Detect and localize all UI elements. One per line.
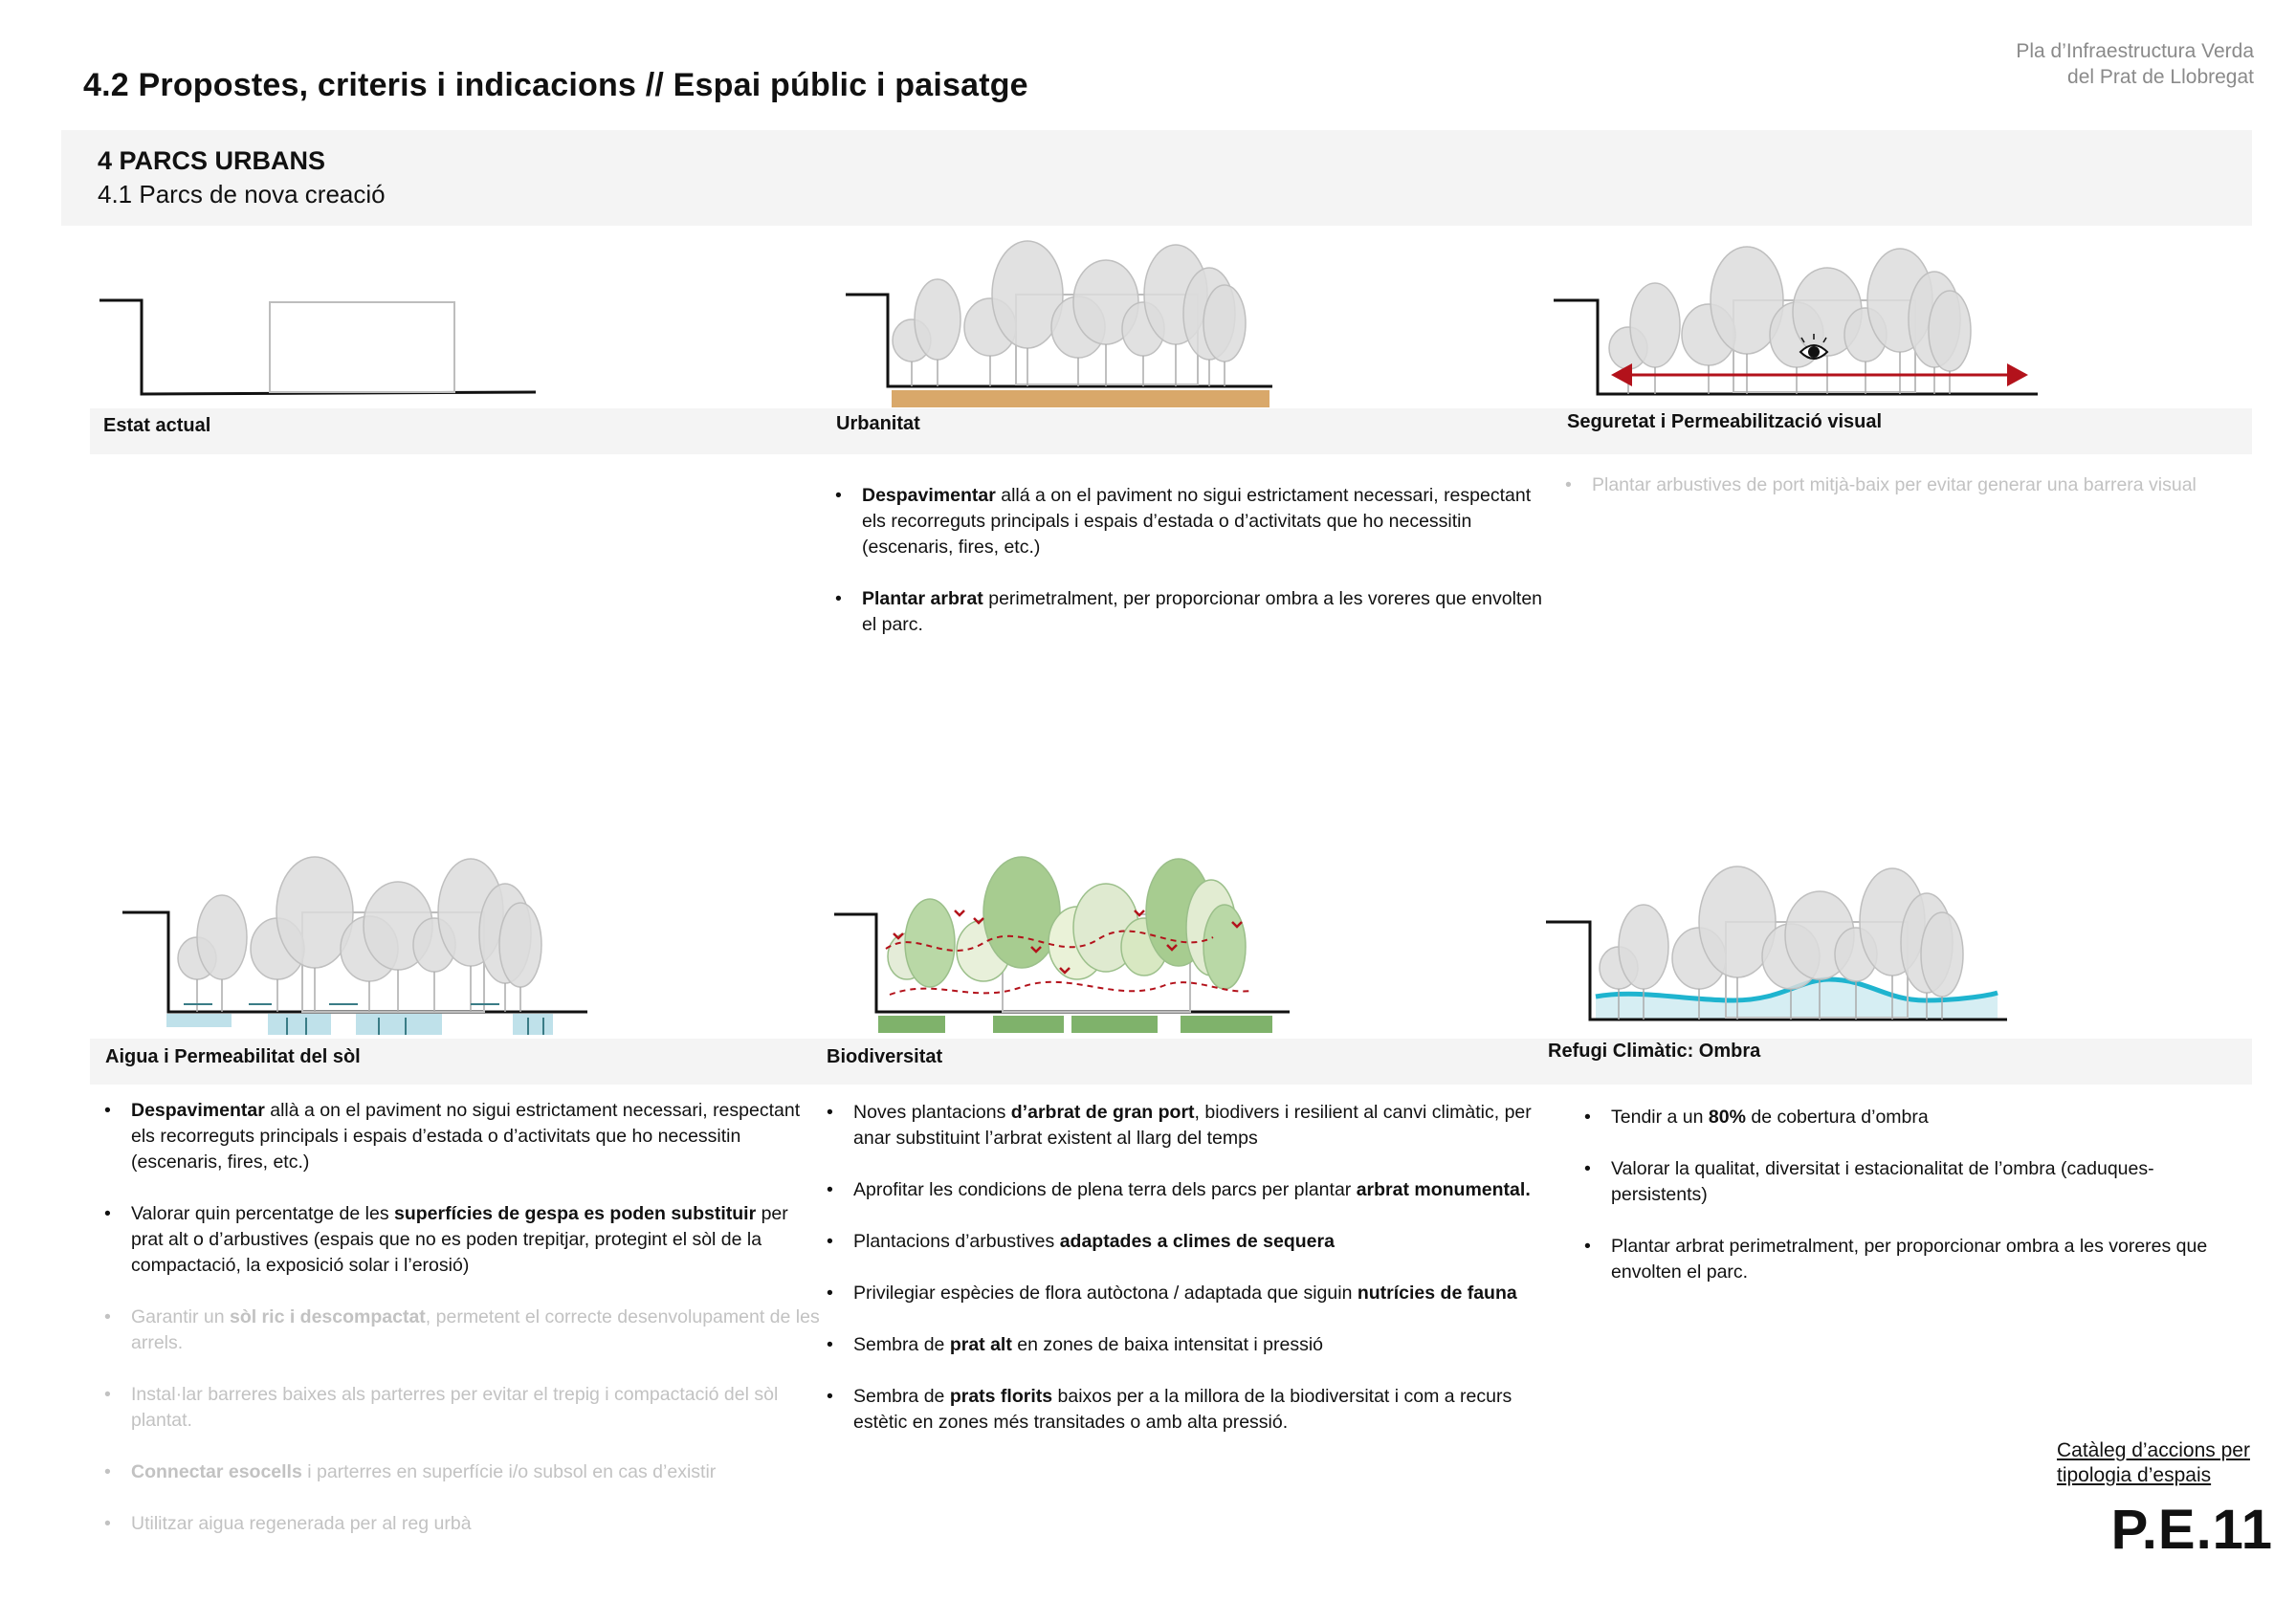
catalog-line-2: tipologia d’espais [2057, 1464, 2212, 1486]
panel-label-urbanitat: Urbanitat [836, 413, 920, 434]
row2-label-band [90, 1039, 2252, 1085]
paving-strip [892, 390, 1269, 407]
bullet-item: Plantar arbrat perimetralment, per propo… [835, 586, 1551, 638]
bullet-item: Connectar esocells i parterres en superf… [104, 1459, 820, 1485]
bird-icon [893, 910, 1243, 975]
bullets-biodiversitat: Noves plantacions d’arbrat de gran port,… [827, 1100, 1542, 1461]
tree-group [1608, 246, 1972, 394]
diagram-estat-actual [99, 298, 537, 396]
catalog-line-1: Catàleg d’accions per [2057, 1439, 2250, 1461]
tree-group [892, 240, 1247, 386]
meadow-strips [878, 1016, 1272, 1033]
page-title: 4.2 Propostes, criteris i indicacions //… [83, 67, 1028, 103]
bullet-item: Despavimentar allà a on el paviment no s… [104, 1098, 820, 1175]
water-arrow-icon [184, 1003, 544, 1035]
bullets-refugi: Tendir a un 80% de cobertura d’ombra Val… [1584, 1105, 2242, 1311]
bullet-item: Sembra de prats florits baixos per a la … [827, 1384, 1542, 1436]
bullet-item: Noves plantacions d’arbrat de gran port,… [827, 1100, 1542, 1151]
section-title: 4 PARCS URBANS [98, 146, 326, 175]
catalog-link[interactable]: Catàleg d’accions per tipologia d’espais [2057, 1438, 2250, 1488]
diagram-aigua [122, 856, 587, 1035]
bullet-item: Plantacions d’arbustives adaptades a cli… [827, 1229, 1542, 1255]
permeable-zones [166, 1014, 553, 1035]
bullet-item: Aprofitar les condicions de plena terra … [827, 1177, 1542, 1203]
bullet-item: Utilitzar aigua regenerada per al reg ur… [104, 1511, 820, 1537]
section-subtitle: 4.1 Parcs de nova creació [98, 180, 386, 208]
row1-label-band [90, 408, 2252, 454]
bullet-item: Despavimentar allá a on el paviment no s… [835, 483, 1551, 560]
diagram-refugi-climatic [1546, 866, 2007, 1021]
bullet-item: Garantir un sòl ric i descompactat, perm… [104, 1305, 820, 1356]
bullet-item: Tendir a un 80% de cobertura d’ombra [1584, 1105, 2242, 1130]
panel-label-aigua: Aigua i Permeabilitat del sòl [105, 1046, 361, 1067]
panel-label-biodiversitat: Biodiversitat [827, 1046, 943, 1067]
arrow-left-right-icon [1611, 363, 2028, 386]
bullets-urbanitat: Despavimentar allá a on el paviment no s… [835, 483, 1551, 664]
bullet-item: Valorar la qualitat, diversitat i estaci… [1584, 1156, 2242, 1208]
brand-line-2: del Prat de Llobregat [2067, 66, 2254, 88]
bullet-item: Sembra de prat alt en zones de baixa int… [827, 1332, 1542, 1358]
tree-group [1599, 866, 1964, 1020]
bullets-seguretat: Plantar arbustives de port mitjà-baix pe… [1565, 472, 2281, 524]
diagram-biodiversitat [834, 856, 1290, 1033]
bullet-item: Privilegiar espècies de flora autòctona … [827, 1281, 1542, 1306]
bullet-item: Plantar arbustives de port mitjà-baix pe… [1565, 472, 2281, 498]
bullet-item: Valorar quin percentatge de les superfíc… [104, 1201, 820, 1279]
tree-group [177, 856, 542, 1012]
diagram-urbanitat [846, 240, 1272, 407]
bullet-item: Instal·lar barreres baixes als parterres… [104, 1382, 820, 1434]
bullet-item: Plantar arbrat perimetralment, per propo… [1584, 1234, 2242, 1285]
panel-label-seguretat: Seguretat i Permeabilització visual [1567, 411, 1883, 432]
bullets-aigua: Despavimentar allà a on el paviment no s… [104, 1098, 820, 1563]
section-header-band [61, 130, 2252, 226]
document-brand: Pla d’Infraestructura Verda del Prat de … [2016, 38, 2254, 90]
page-code: P.E.11 [2110, 1499, 2273, 1561]
eye-icon [1799, 334, 1829, 360]
diagram-seguretat [1554, 246, 2038, 396]
panel-label-refugi: Refugi Climàtic: Ombra [1548, 1041, 1761, 1062]
brand-line-1: Pla d’Infraestructura Verda [2016, 40, 2254, 62]
panel-label-estat-actual: Estat actual [103, 415, 211, 436]
